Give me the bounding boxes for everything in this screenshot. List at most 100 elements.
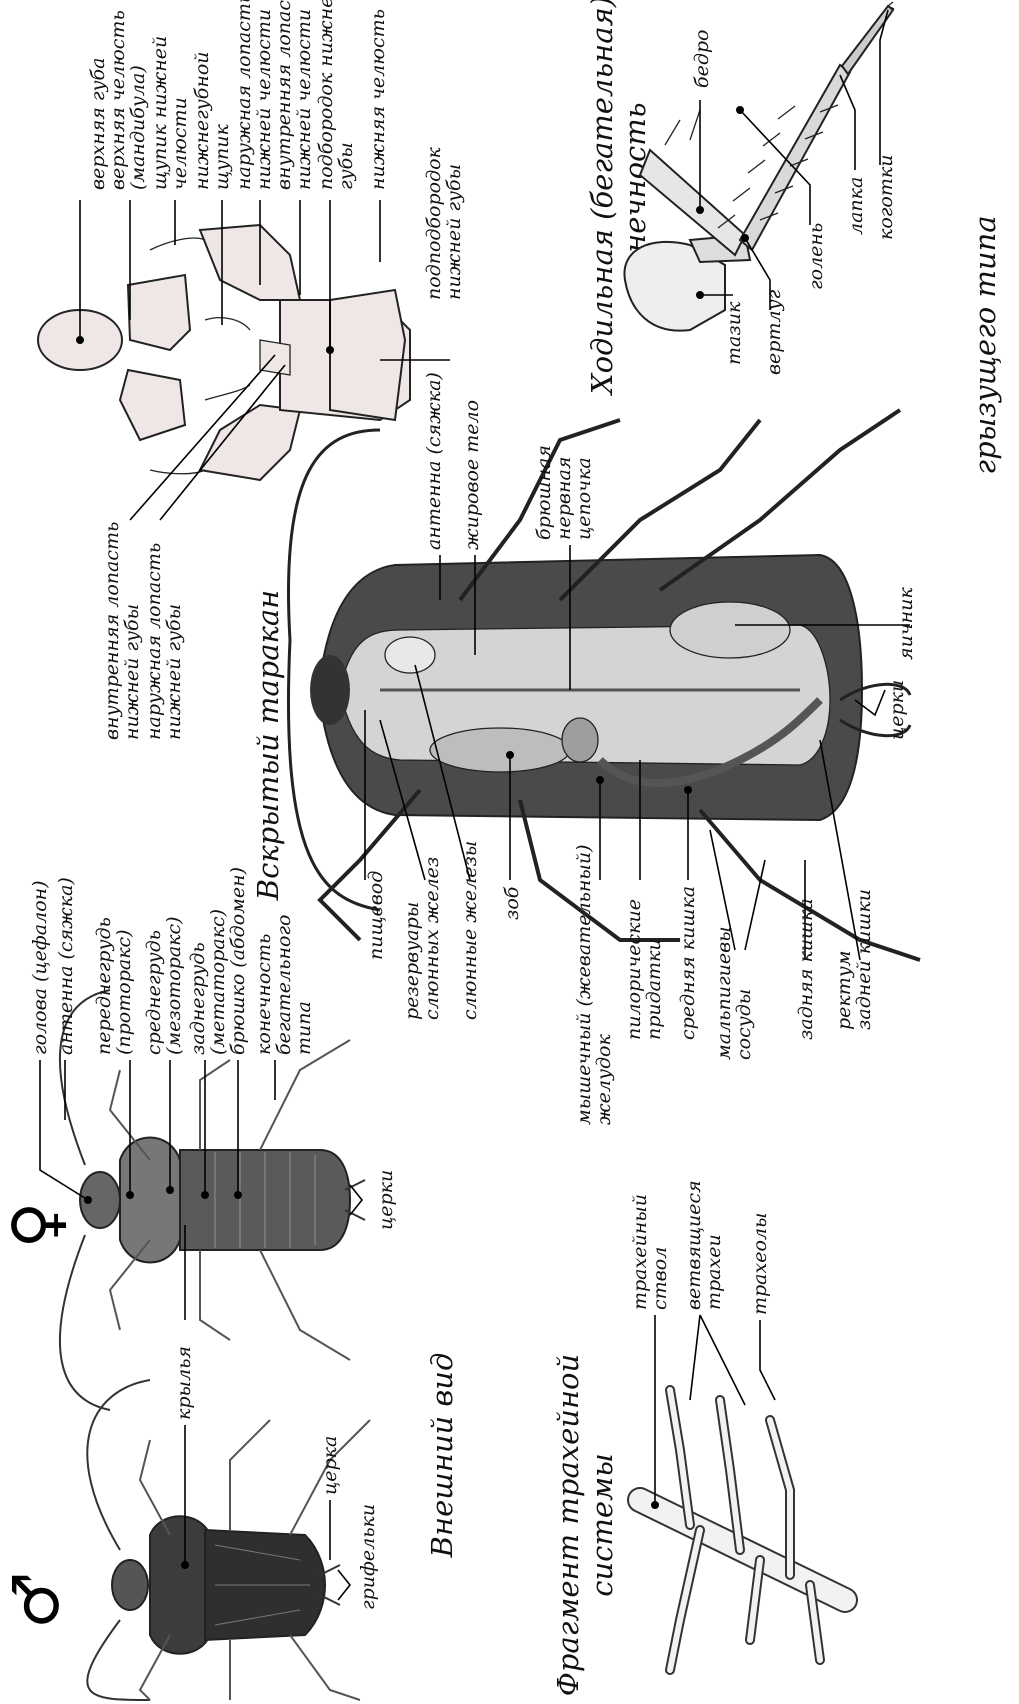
labial-palp-left [205,385,250,400]
label-lower-jaw-inner-lobe-1: внутренняя лопасть [273,0,295,190]
female-leg-5 [200,1250,230,1340]
label-lower-jaw-palp-2: челюсти [169,97,191,190]
dot-tracheal-trunk [651,1501,659,1509]
label-pyloric-1: пилорические [623,899,645,1040]
label-midgut: средняя кишка [677,886,699,1040]
label-branching-1: ветвящиеся [683,1180,705,1310]
dot-prothorax [126,1191,134,1199]
mandible-left [120,370,185,440]
label-rectum-2: задней кишки [853,889,875,1030]
dot-shin [736,106,744,114]
female-leg-3 [260,1040,350,1150]
dot-abdomen [234,1191,242,1199]
label-pyloric-2: придатки [643,938,665,1040]
label-lower-jaw-palp-1: щупик нижней [149,36,171,190]
submentum [330,290,405,420]
dot-thigh [696,206,704,214]
label-antenna-external: антенна (сяжка) [55,877,77,1055]
label-lower-lip-palp-1: нижнегубной [191,51,213,190]
label-running-limb-2: бегательного [273,915,295,1055]
dot-trochanter [741,234,749,242]
label-metathorax-2: (метаторакс) [207,909,229,1055]
tracheal-labels: трахейный ствол ветвящиеся трахеи трахео… [629,1180,775,1509]
label-salivary-reservoirs-2: слюнных желез [421,857,443,1020]
dot-head [84,1196,92,1204]
male-head [112,1560,148,1610]
label-antenna-dissected: антенна (сяжка) [423,372,445,550]
dot-lower-lip-chin [326,346,334,354]
labial-palp-right [205,318,250,330]
label-lower-lip-inner-lobe-1: внутренняя лопасть [101,522,123,740]
dot-gizzard [596,776,604,784]
male-cockroach-drawing [87,1380,370,1700]
label-upper-lip: верхняя губа [87,58,109,190]
salivary-gland-shape [385,637,435,673]
label-cercus: церка [319,1436,341,1495]
label-lower-lip-outer-lobe-2: нижней губы [163,604,185,740]
male-leg-2 [230,1420,270,1530]
maxilla-left [200,405,300,480]
label-malpighian-2: сосуды [733,989,755,1060]
leader-cerci-external [350,1185,362,1215]
shin-shape [740,65,850,250]
label-tracheoles: трахеолы [749,1213,771,1315]
label-gizzard-1: мышечный (жевательный) [573,844,595,1125]
label-salivary-reservoirs-1: резервуары [401,902,423,1020]
label-branching-2: трахеи [703,1234,725,1310]
dot-upper-lip [76,336,84,344]
leader-branching-trachea [690,1315,745,1405]
label-tarsus: лапка [845,177,867,235]
label-lower-jaw-outer-lobe-1: наружная лопасть [233,0,255,190]
label-lower-lip-subchin-1: подподбородок [423,146,445,300]
leader-head [40,1060,88,1200]
label-mesothorax-1: среднегрудь [143,930,165,1055]
label-prothorax-1: переднегрудь [93,917,115,1055]
label-tracheal-trunk-2: ствол [649,1247,671,1310]
label-running-limb-1: конечность [253,934,275,1055]
tarsus-shape [842,6,893,74]
mouthparts-title: грызущего типа [968,215,1002,474]
label-crop: зоб [501,886,523,920]
ovary-shape [670,602,790,658]
label-abdomen: брюшко (абдомен) [227,867,249,1055]
label-running-limb-3: типа [293,1001,315,1055]
maxillary-palp-right [150,238,205,250]
leader-tracheoles [760,1320,775,1400]
leader-styli [338,1570,350,1600]
label-lower-lip-outer-lobe-1: наружная лопасть [143,543,165,740]
label-hindgut: задняя кишка [795,898,817,1040]
label-nerve-chain-1: брюшная [533,445,555,540]
maxilla-right [200,225,300,300]
label-thigh: бедро [691,30,713,88]
female-antenna-2 [60,1235,110,1410]
label-metathorax-1: заднегрудь [187,942,209,1055]
label-upper-jaw-1: верхняя челюсть [107,10,129,190]
leader-claws [880,10,888,165]
label-lower-lip-chin-1: подбородок нижней [315,0,337,190]
male-leg-4 [140,1635,170,1700]
leg-title: Ходильная (бегательная) конечность [585,0,652,396]
label-nerve-chain-2: нервная [553,457,575,540]
running-leg-drawing [624,2,894,331]
male-symbol: ♂ [0,1571,74,1628]
dot-mesothorax [166,1186,174,1194]
label-lower-jaw-inner-lobe-2: нижней челюсти [293,9,315,190]
male-pronotum [150,1516,210,1654]
label-claws: коготки [875,155,897,240]
female-symbol: ♀ [0,1202,74,1249]
female-prothorax [120,1138,180,1263]
label-lower-jaw-outer-lobe-2: нижней челюсти [253,9,275,190]
label-nerve-chain-3: цепочка [573,457,595,540]
female-leg-6 [260,1250,350,1360]
tracheal-title-line-2: системы [585,1453,619,1597]
label-mesothorax-2: (мезоторакс) [163,916,185,1055]
label-shin: голень [805,223,827,290]
label-lower-lip-palp-2: щупик [211,123,233,190]
label-lower-lip-inner-lobe-2: нижней губы [121,604,143,740]
dot-metathorax [201,1191,209,1199]
tracheal-title-line-1: Фрагмент трахейной [551,1354,585,1696]
male-leg-6 [290,1635,360,1700]
gizzard-shape [562,718,598,762]
